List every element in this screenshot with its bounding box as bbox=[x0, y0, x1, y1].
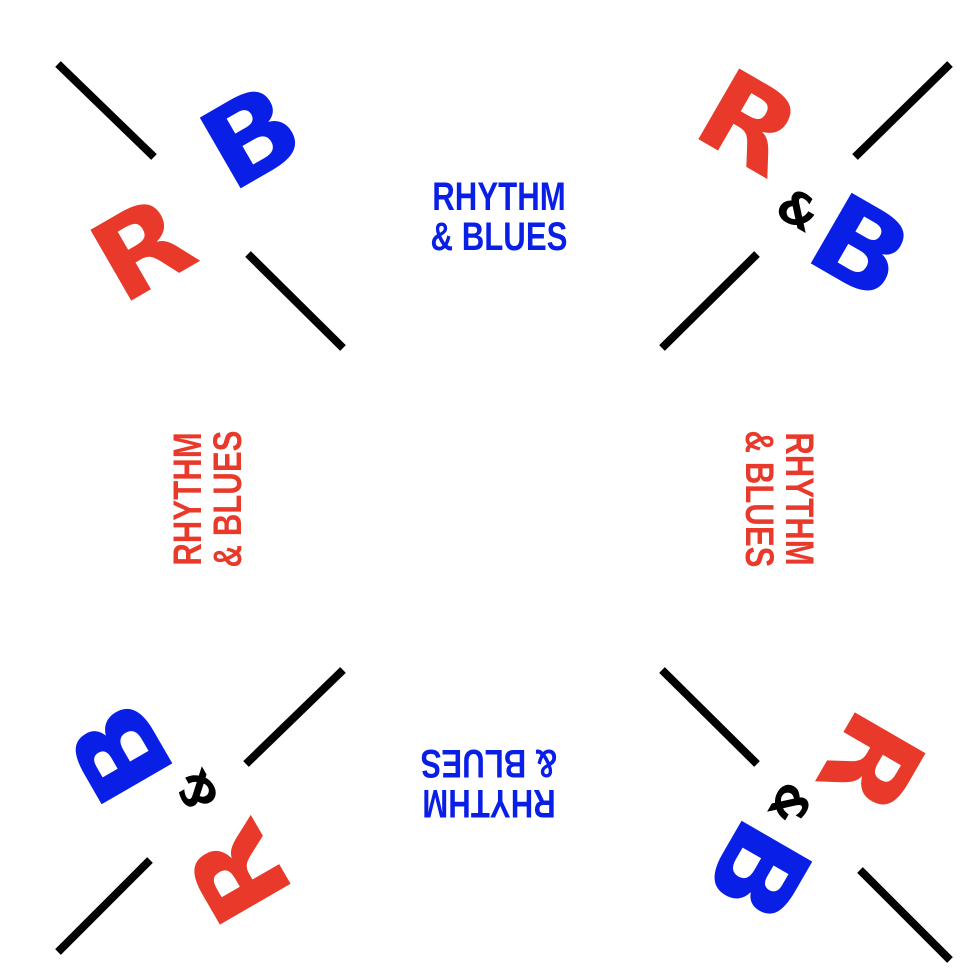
wordmark-top: RHYTHM & BLUES bbox=[389, 177, 609, 257]
corner-bottom-right: R & B bbox=[659, 667, 953, 963]
stroke-bottom-right-inner bbox=[659, 667, 760, 767]
letter-r-top-left: R bbox=[70, 171, 216, 330]
letter-b-top-left: B bbox=[180, 59, 325, 217]
wordmark-left-line2: & BLUES bbox=[206, 430, 250, 568]
wordmark-right: RHYTHM & BLUES bbox=[737, 389, 821, 609]
wordmark-bottom: RHYTHM & BLUES bbox=[379, 741, 599, 825]
wordmark-right-line1: RHYTHM bbox=[777, 432, 821, 566]
stroke-top-left-outer bbox=[55, 61, 157, 160]
corner-top-left: R B bbox=[55, 59, 346, 351]
wordmark-top-line2: & BLUES bbox=[430, 215, 568, 259]
stroke-bottom-left-inner bbox=[243, 667, 346, 767]
stroke-bottom-right-outer bbox=[857, 867, 953, 963]
wordmark-left: RHYTHM & BLUES bbox=[166, 389, 250, 609]
corner-top-right: R & B bbox=[659, 45, 953, 351]
wordmark-top-line1: RHYTHM bbox=[432, 175, 566, 219]
wordmark-bottom-line2: & BLUES bbox=[420, 741, 558, 785]
wordmark-bottom-line1: RHYTHM bbox=[422, 781, 556, 825]
stroke-bottom-left-outer bbox=[55, 857, 153, 955]
corner-bottom-left: B & R bbox=[43, 667, 346, 955]
stroke-top-left-inner bbox=[245, 251, 346, 351]
stroke-top-right-outer bbox=[852, 61, 953, 160]
stroke-top-right-inner bbox=[659, 251, 760, 351]
wordmark-right-line2: & BLUES bbox=[737, 430, 781, 568]
wordmark-left-line1: RHYTHM bbox=[166, 432, 210, 566]
